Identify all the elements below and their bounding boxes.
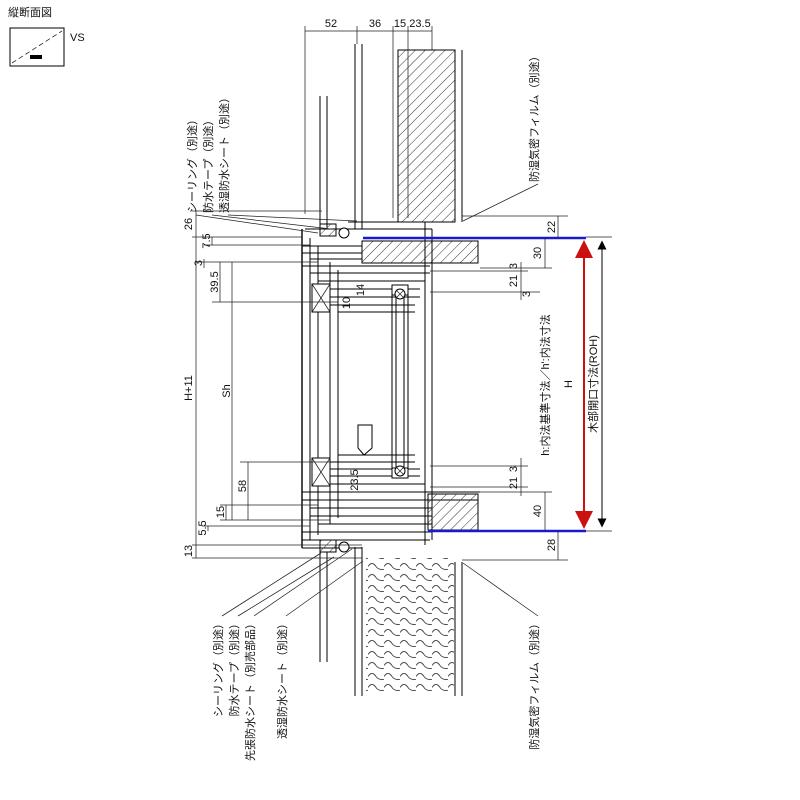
dim-right-3-top: 3 bbox=[508, 263, 520, 269]
sealing-backer-top bbox=[319, 223, 350, 239]
dim-right-H: H bbox=[563, 380, 575, 388]
dim-right-28: 28 bbox=[546, 539, 558, 551]
upper-wall-section bbox=[319, 44, 463, 229]
roh-dimension bbox=[586, 236, 612, 532]
legend-symbol-box bbox=[9, 27, 65, 67]
wall-insulation bbox=[366, 558, 454, 694]
sill-wood-casing bbox=[427, 493, 479, 531]
upper-wood-stud bbox=[397, 49, 456, 223]
dim-right-40: 40 bbox=[532, 505, 544, 517]
dim-right-21-bottom: 21 bbox=[508, 477, 520, 489]
dim-top-23-5: 23.5 bbox=[409, 18, 430, 30]
dim-left-h-plus-11: H+11 bbox=[183, 375, 195, 401]
dim-right-22: 22 bbox=[546, 221, 558, 233]
thermal-break-top bbox=[311, 283, 331, 313]
dim-center-23-5: 23.5 bbox=[349, 469, 361, 490]
label-waterproof-tape-top: 防水テープ（別途） bbox=[201, 115, 215, 213]
dim-center-14: 14 bbox=[355, 284, 367, 296]
glazing-unit bbox=[391, 284, 409, 479]
dim-right-21-top: 21 bbox=[508, 275, 520, 287]
opening-reference-lines bbox=[363, 236, 586, 533]
thermal-break-bottom bbox=[311, 457, 331, 487]
label-leader-lines bbox=[195, 183, 539, 617]
lower-wall-section bbox=[319, 547, 463, 696]
dim-right-3-bottom: 3 bbox=[508, 466, 520, 472]
label-breathable-sheet-bottom: 透湿防水シート（別途） bbox=[275, 618, 289, 739]
dim-top-36: 36 bbox=[369, 18, 381, 30]
head-wood-casing bbox=[361, 240, 479, 264]
dim-left-26: 26 bbox=[183, 218, 195, 230]
dim-left-58: 58 bbox=[237, 480, 249, 492]
window-frame-section bbox=[301, 221, 480, 553]
label-vapor-film-bottom: 防湿気密フィルム（別途） bbox=[527, 618, 541, 750]
dim-top-52: 52 bbox=[325, 18, 337, 30]
dim-left-sh: Sh bbox=[221, 384, 233, 397]
symbol-label: VS bbox=[70, 32, 85, 44]
label-vapor-film-top: 防湿気密フィルム（別途） bbox=[527, 50, 541, 182]
dim-left-15: 15 bbox=[215, 506, 227, 518]
dim-right-3-top2: 3 bbox=[521, 291, 533, 297]
left-dimension-chains bbox=[192, 210, 362, 559]
sealing-backer-bottom bbox=[319, 539, 350, 553]
dim-left-7-5: 7.5 bbox=[201, 233, 213, 248]
label-sealing-bottom: シーリング（別途） bbox=[211, 618, 225, 717]
label-pre-applied-sheet-bottom: 先張防水シート（別売部品） bbox=[243, 618, 257, 761]
sash-handle bbox=[357, 424, 373, 456]
label-breathable-sheet-top: 透湿防水シート（別途） bbox=[217, 92, 231, 213]
dim-top-15: 15 bbox=[394, 18, 406, 30]
dim-center-10: 10 bbox=[341, 297, 353, 309]
dim-left-3: 3 bbox=[193, 260, 205, 266]
label-sealing-top: シーリング（別途） bbox=[185, 114, 199, 213]
dim-left-5-5: 5.5 bbox=[197, 520, 209, 535]
label-waterproof-tape-bottom: 防水テープ（別途） bbox=[227, 618, 241, 716]
dim-left-39-5: 39.5 bbox=[209, 271, 221, 292]
label-inner-dimension: h:内法基準寸法／h':内法寸法 bbox=[538, 314, 552, 455]
dim-left-13: 13 bbox=[183, 545, 195, 557]
right-dimension-chains bbox=[430, 215, 568, 561]
dim-right-30: 30 bbox=[532, 247, 544, 259]
drawing-title: 縦断面図 bbox=[8, 5, 52, 19]
label-roh-dimension: 木部開口寸法(ROH) bbox=[586, 335, 600, 433]
